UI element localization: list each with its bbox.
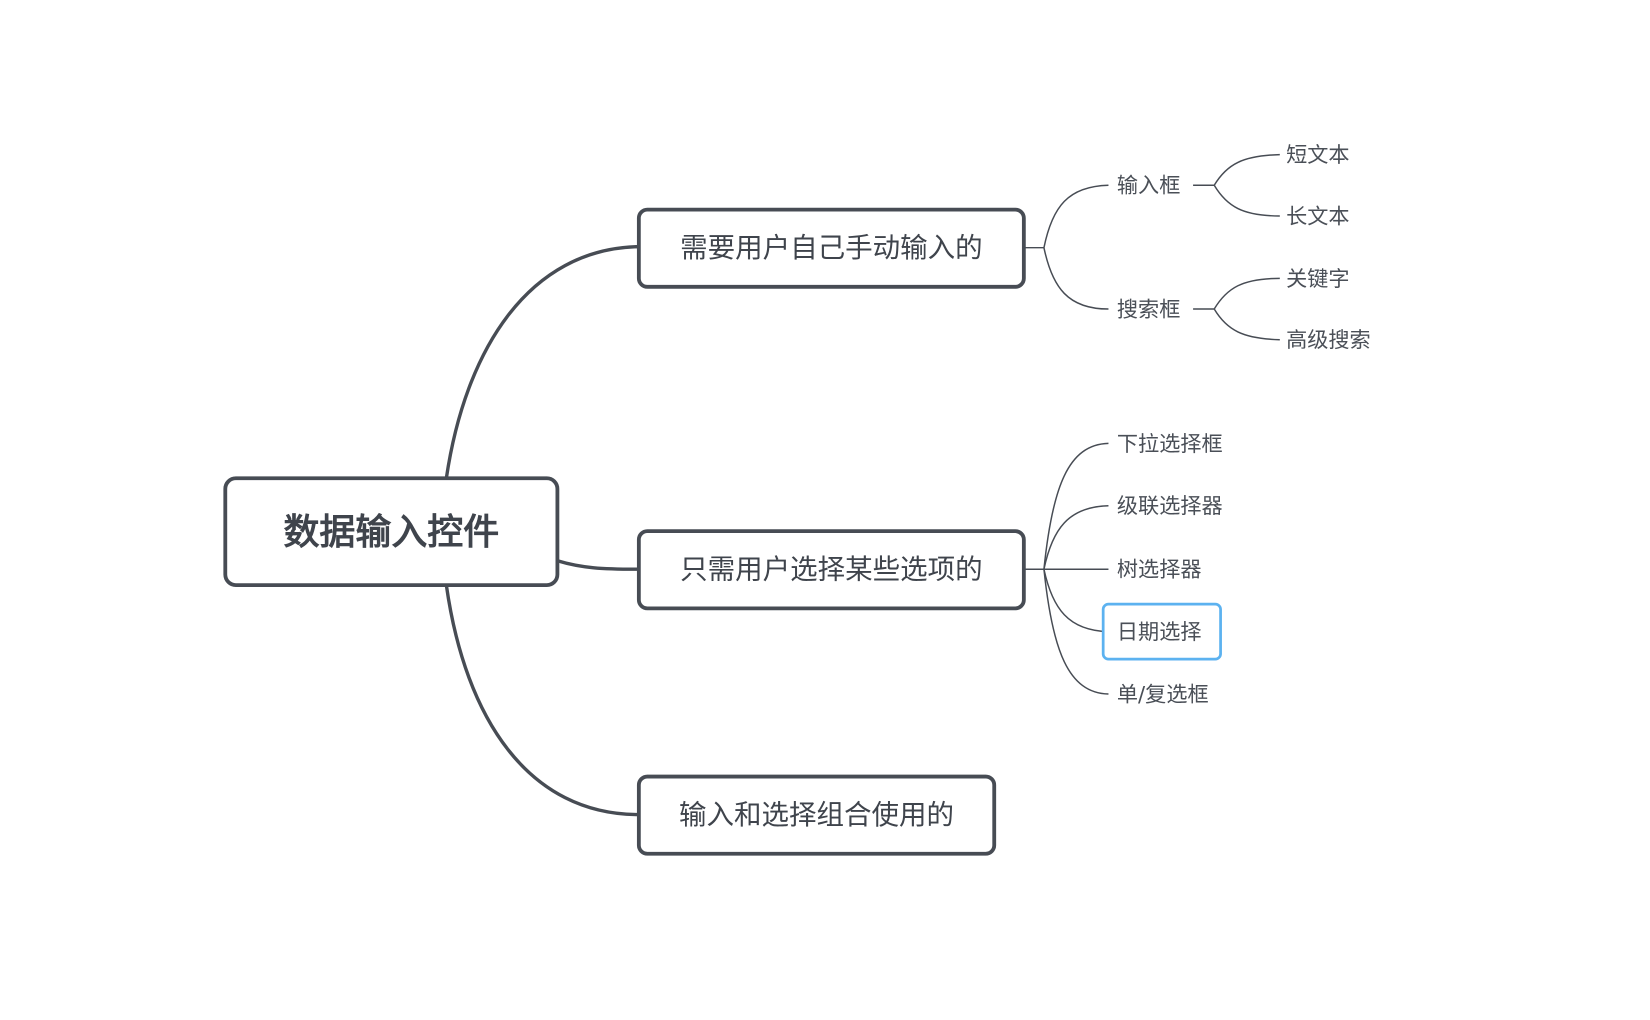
node-keyword[interactable]: 关键字 xyxy=(1286,266,1349,291)
branch-node-box xyxy=(636,207,1026,289)
node-search-box[interactable]: 搜索框 xyxy=(1117,296,1180,321)
root-node-box xyxy=(223,476,560,588)
node-long-text[interactable]: 长文本 xyxy=(1286,203,1349,228)
edge-b1-search xyxy=(1043,247,1109,310)
edge-b2-radio xyxy=(1043,569,1109,695)
node-date-picker: 日期选择 xyxy=(1117,619,1202,644)
edge-root-branch-1 xyxy=(444,244,639,479)
branch-node-label: 输入和选择组合使用的 xyxy=(679,799,954,831)
root-node[interactable]: 数据输入控件 xyxy=(223,476,560,588)
branch-node-box xyxy=(636,774,997,856)
branch-node-box xyxy=(636,529,1026,611)
edge-search-advanced xyxy=(1213,308,1280,341)
branch-node-manual-input[interactable]: 需要用户自己手动输入的 xyxy=(636,207,1026,289)
node-date-picker-selected[interactable]: 日期选择 xyxy=(1101,602,1222,661)
branch-node-select-options[interactable]: 只需用户选择某些选项的 xyxy=(636,529,1026,611)
edge-root-branch-2 xyxy=(556,559,639,571)
edge-root-branch-3 xyxy=(444,584,639,817)
branch-node-combined[interactable]: 输入和选择组合使用的 xyxy=(636,774,997,856)
node-radio-checkbox[interactable]: 单/复选框 xyxy=(1117,681,1209,706)
edge-input-short xyxy=(1213,153,1280,186)
root-node-label: 数据输入控件 xyxy=(283,512,499,553)
edge-b2-dropdown xyxy=(1043,442,1109,570)
selection-highlight xyxy=(1101,602,1222,661)
edge-b1-input xyxy=(1043,184,1109,248)
node-dropdown-select[interactable]: 下拉选择框 xyxy=(1117,431,1223,456)
edge-search-keyword xyxy=(1213,277,1280,310)
edge-b2-date xyxy=(1043,569,1109,633)
edge-input-long xyxy=(1213,184,1280,217)
branch-node-label: 需要用户自己手动输入的 xyxy=(680,232,983,264)
node-tree-select[interactable]: 树选择器 xyxy=(1117,557,1202,582)
node-cascader[interactable]: 级联选择器 xyxy=(1117,493,1223,518)
edge-b2-cascader xyxy=(1043,505,1109,570)
node-short-text[interactable]: 短文本 xyxy=(1286,142,1349,167)
node-advanced-search[interactable]: 高级搜索 xyxy=(1286,327,1371,352)
node-input-box[interactable]: 输入框 xyxy=(1117,173,1180,198)
branch-node-label: 只需用户选择某些选项的 xyxy=(680,554,983,586)
